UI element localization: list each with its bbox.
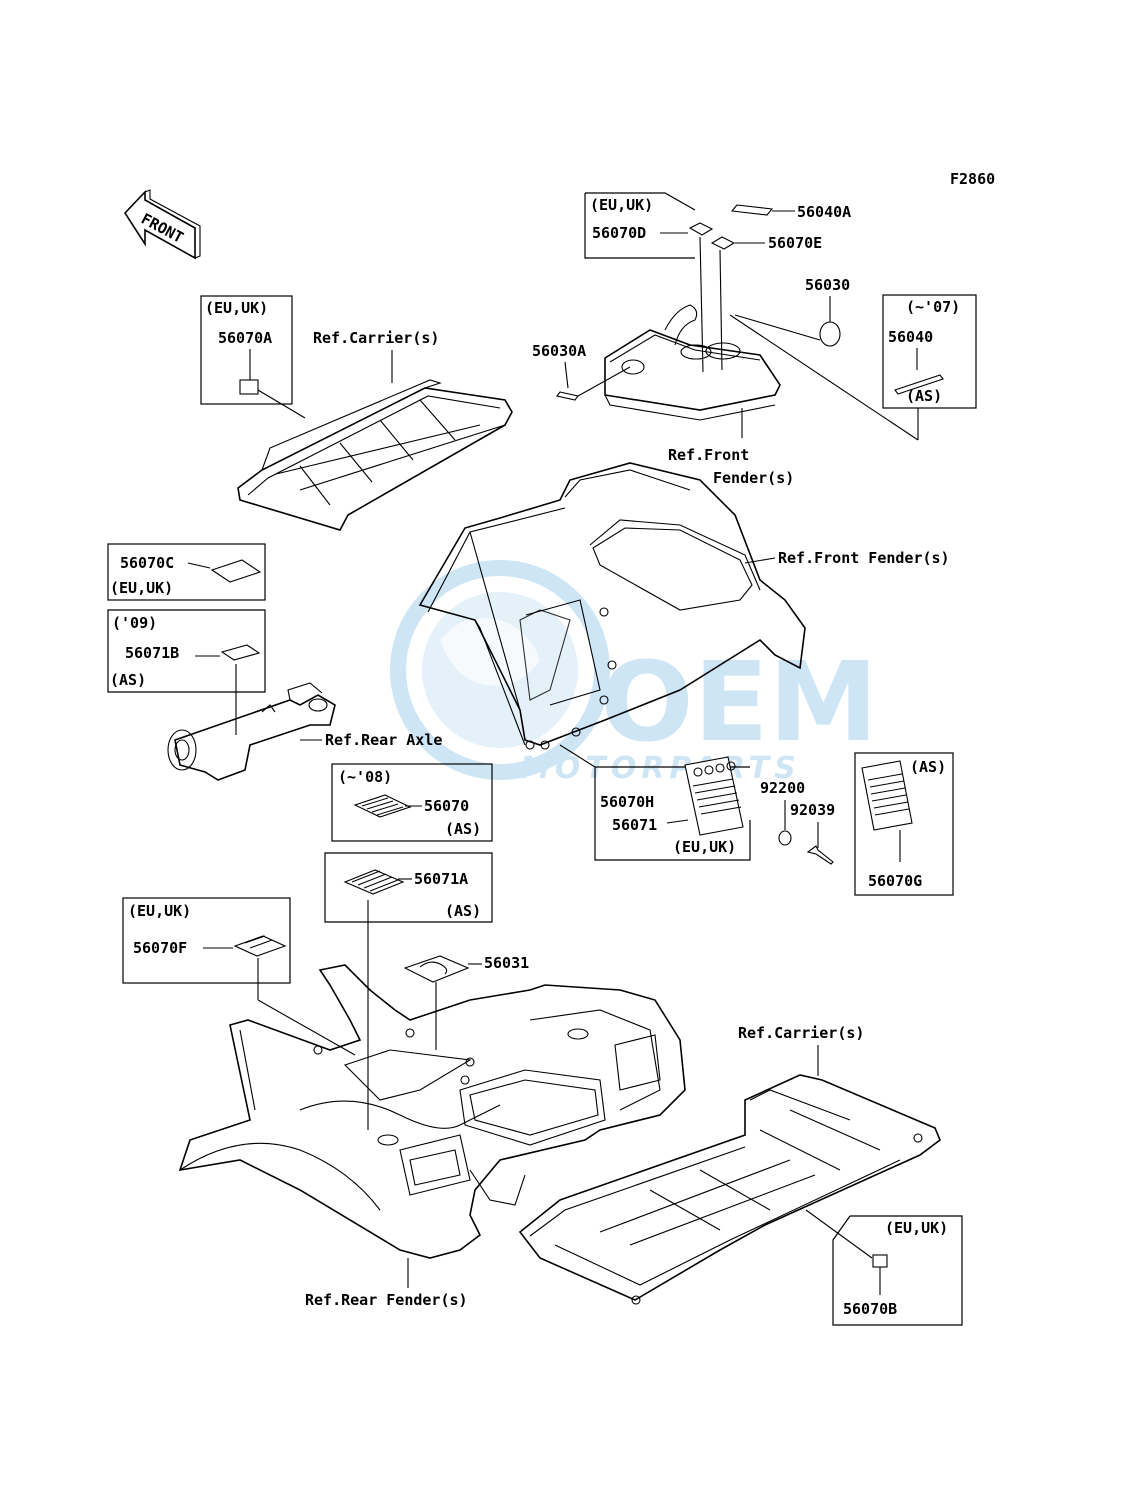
note-as-56071B: (AS) — [110, 671, 146, 689]
label-92039: 92039 — [790, 801, 835, 819]
label-56070H: 56070H — [600, 793, 654, 811]
label-56070G: 56070G — [868, 872, 922, 890]
front-fender-main: Ref.Front Fender(s) — [418, 462, 950, 750]
label-56070A: 56070A — [218, 329, 272, 347]
ref-front-fender-2: Fender(s) — [713, 469, 794, 487]
note-as-56070: (AS) — [445, 820, 481, 838]
note-as-56040: (AS) — [906, 387, 942, 405]
label-56071B: 56071B — [125, 644, 179, 662]
label-56070E: 56070E — [768, 234, 822, 252]
front-carrier-group: (EU,UK) 56070A Ref.Carrier(s) — [200, 295, 513, 531]
ref-rear-fender: Ref.Rear Fender(s) — [305, 1291, 468, 1309]
ref-front-fender-full: Ref.Front Fender(s) — [778, 549, 950, 567]
rear-axle-group: 56070C (EU,UK) ('09) 56071B (AS) Ref.Rea… — [107, 543, 442, 781]
decal-56071A-group: 56071A (AS) — [324, 852, 493, 1130]
label-92200: 92200 — [760, 779, 805, 797]
note-as-56070G: (AS) — [910, 758, 946, 776]
ref-rear-axle: Ref.Rear Axle — [325, 731, 442, 749]
note-eu-uk-top: (EU,UK) — [590, 196, 653, 214]
note-eu-uk-56070A: (EU,UK) — [205, 299, 268, 317]
front-arrow-icon: FRONT — [123, 189, 201, 260]
label-56071: 56071 — [612, 816, 657, 834]
decal-56070G-group: (AS) 56070G — [854, 752, 954, 896]
rear-carrier-group: Ref.Carrier(s) (EU,UK) 56070B — [518, 1024, 963, 1326]
watermark-brand: OEM — [600, 638, 878, 766]
label-56070: 56070 — [424, 797, 469, 815]
label-56030: 56030 — [805, 276, 850, 294]
note-09: ('09) — [112, 614, 157, 632]
label-56070D: 56070D — [592, 224, 646, 242]
decal-56070H-group: 56070H 56071 (EU,UK) 92200 92039 — [559, 744, 835, 865]
note-upto08: (~'08) — [338, 768, 392, 786]
note-eu-uk-56070F: (EU,UK) — [128, 902, 191, 920]
front-fender-top-group: (EU,UK) 56070D 56070E 56040A 56030 56030… — [532, 192, 977, 487]
label-56040: 56040 — [888, 328, 933, 346]
label-56031: 56031 — [484, 954, 529, 972]
decal-56031-group: 56031 — [403, 954, 529, 1050]
decal-56070F-group: (EU,UK) 56070F — [122, 897, 356, 1056]
note-upto07: (~'07) — [906, 298, 960, 316]
ref-carrier-bottom: Ref.Carrier(s) — [738, 1024, 864, 1042]
watermark: OEM MOTORPARTS — [390, 560, 878, 786]
ref-carrier-top: Ref.Carrier(s) — [313, 329, 439, 347]
note-as-56071A: (AS) — [445, 902, 481, 920]
figure-code: F2860 — [950, 170, 995, 188]
note-eu-uk-56070B: (EU,UK) — [885, 1219, 948, 1237]
note-eu-uk-56070C: (EU,UK) — [110, 579, 173, 597]
ref-front-fender-1: Ref.Front — [668, 446, 749, 464]
label-56030A: 56030A — [532, 342, 586, 360]
watermark-sub: MOTORPARTS — [520, 751, 801, 786]
note-eu-uk-56070H: (EU,UK) — [673, 838, 736, 856]
label-56040A: 56040A — [797, 203, 851, 221]
rear-fender-main: Ref.Rear Fender(s) — [178, 964, 686, 1309]
label-56071A: 56071A — [414, 870, 468, 888]
decal-56070-group: (~'08) 56070 (AS) — [331, 763, 493, 842]
label-56070F: 56070F — [133, 939, 187, 957]
label-56070B: 56070B — [843, 1300, 897, 1318]
label-56070C: 56070C — [120, 554, 174, 572]
